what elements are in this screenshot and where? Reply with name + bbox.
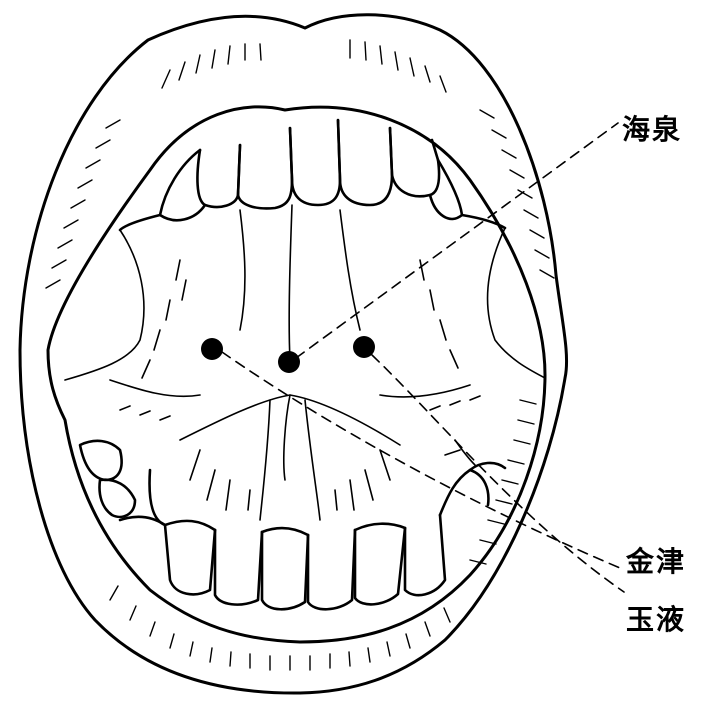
upper-lip-shading	[46, 40, 554, 288]
label-haiquan: 海泉	[622, 108, 682, 148]
lower-lip-shading	[110, 400, 536, 670]
palate-lines	[65, 205, 545, 420]
tongue-folds	[180, 395, 475, 520]
label-jinjin: 金津	[626, 540, 686, 580]
leader-line-yuye	[372, 355, 624, 592]
mouth-opening-outline	[48, 107, 545, 642]
leader-line-jinjin	[222, 352, 620, 568]
point-haiquan	[278, 351, 300, 373]
label-yuye: 玉液	[626, 598, 686, 638]
point-left	[201, 338, 223, 360]
upper-teeth	[120, 120, 505, 230]
